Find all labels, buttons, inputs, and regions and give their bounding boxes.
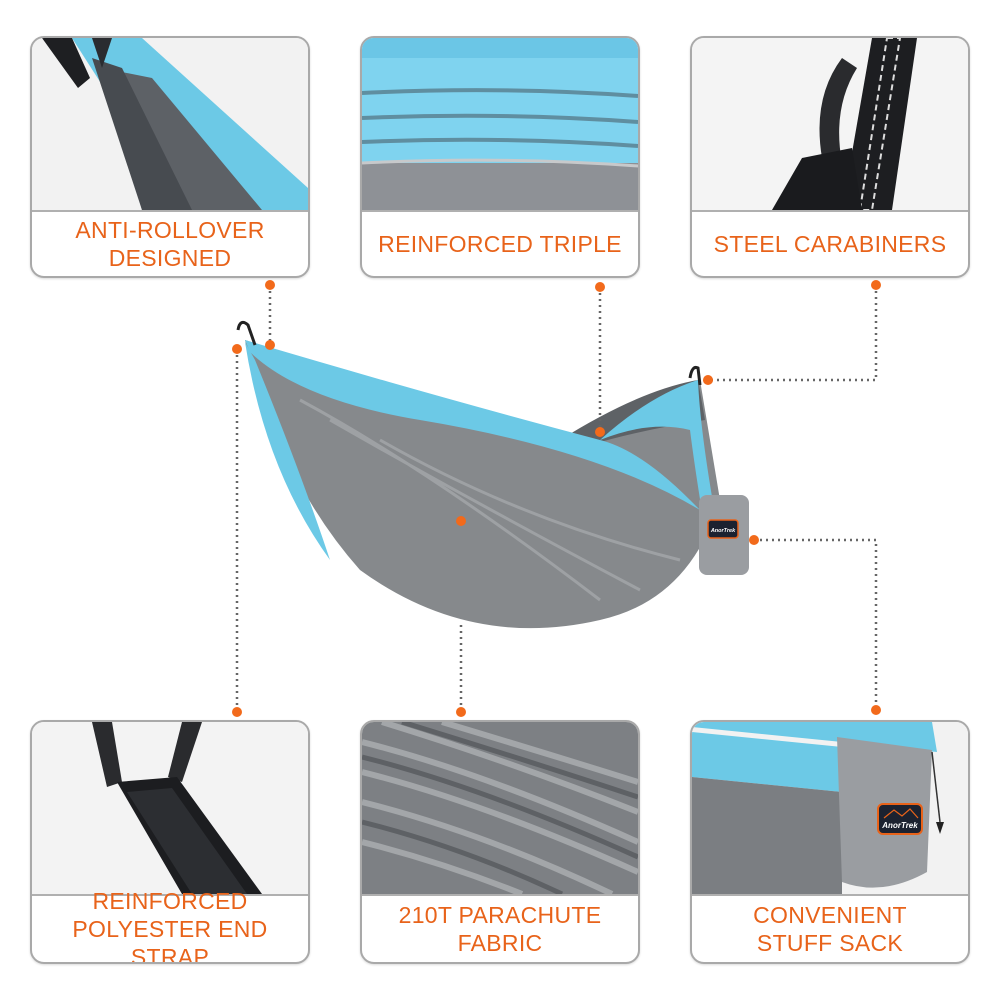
triple-stitch-photo [362, 38, 638, 212]
feature-panel-steel-carabiners: STEEL CARABINERS [690, 36, 970, 278]
end-strap-photo [32, 722, 308, 896]
feature-label: STEEL CARABINERS [692, 212, 968, 276]
mountain-icon [883, 808, 919, 819]
brand-logo-patch [707, 519, 739, 539]
label-line-1: REINFORCED [92, 888, 248, 914]
label-line-1: ANTI-ROLLOVER [75, 217, 265, 243]
anti-rollover-photo [32, 38, 308, 212]
brand-logo-text: AnorTrek [710, 528, 736, 534]
callout-dots [232, 280, 881, 717]
feature-label: REINFORCED TRIPLE [362, 212, 638, 276]
brand-logo-patch [877, 803, 923, 835]
fabric-photo [362, 722, 638, 896]
label-line-2: FABRIC [457, 930, 543, 956]
hammock-body [245, 340, 720, 629]
label-line-2: POLYESTER END STRAP [72, 916, 268, 964]
carabiner-right [688, 366, 702, 386]
brand-logo-text: AnorTrek [881, 821, 918, 830]
feature-panel-reinforced-triple: REINFORCED TRIPLE [360, 36, 640, 278]
label-line-1: STEEL CARABINERS [713, 231, 947, 257]
carabiner-left [236, 320, 257, 346]
connector-lines [235, 285, 878, 712]
stuff-sack-photo: AnorTrek [692, 722, 968, 896]
label-line-2: STUFF SACK [756, 930, 904, 956]
label-line-2: DESIGNED [108, 245, 232, 271]
label-line-1: REINFORCED TRIPLE [378, 231, 622, 257]
carabiner-photo [692, 38, 968, 212]
label-line-1: CONVENIENT [753, 902, 907, 928]
label-line-1: 210T PARACHUTE [398, 902, 602, 928]
